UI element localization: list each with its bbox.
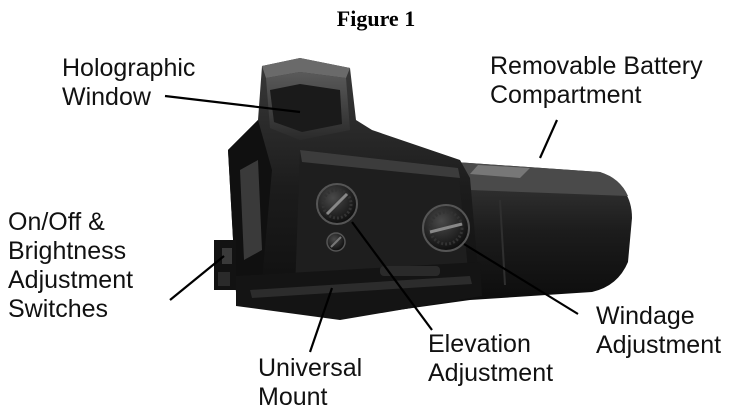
brightness-switches	[214, 240, 236, 290]
label-holographic-window: Holographic Window	[62, 54, 196, 111]
battery-compartment	[455, 162, 632, 300]
windage-knob	[422, 204, 470, 252]
figure-title: Figure 1	[336, 6, 416, 31]
leader-lines	[164, 94, 579, 353]
label-universal-mount: Universal Mount	[258, 354, 363, 411]
label-elevation-adjustment: Elevation Adjustment	[428, 330, 554, 387]
label-windage-adjustment: Windage Adjustment	[596, 302, 722, 359]
elevation-knob	[316, 183, 358, 252]
sight-housing	[228, 58, 482, 320]
label-switches: On/Off & Brightness Adjustment Switches	[8, 208, 134, 323]
label-battery-compartment: Removable Battery Compartment	[490, 52, 703, 109]
